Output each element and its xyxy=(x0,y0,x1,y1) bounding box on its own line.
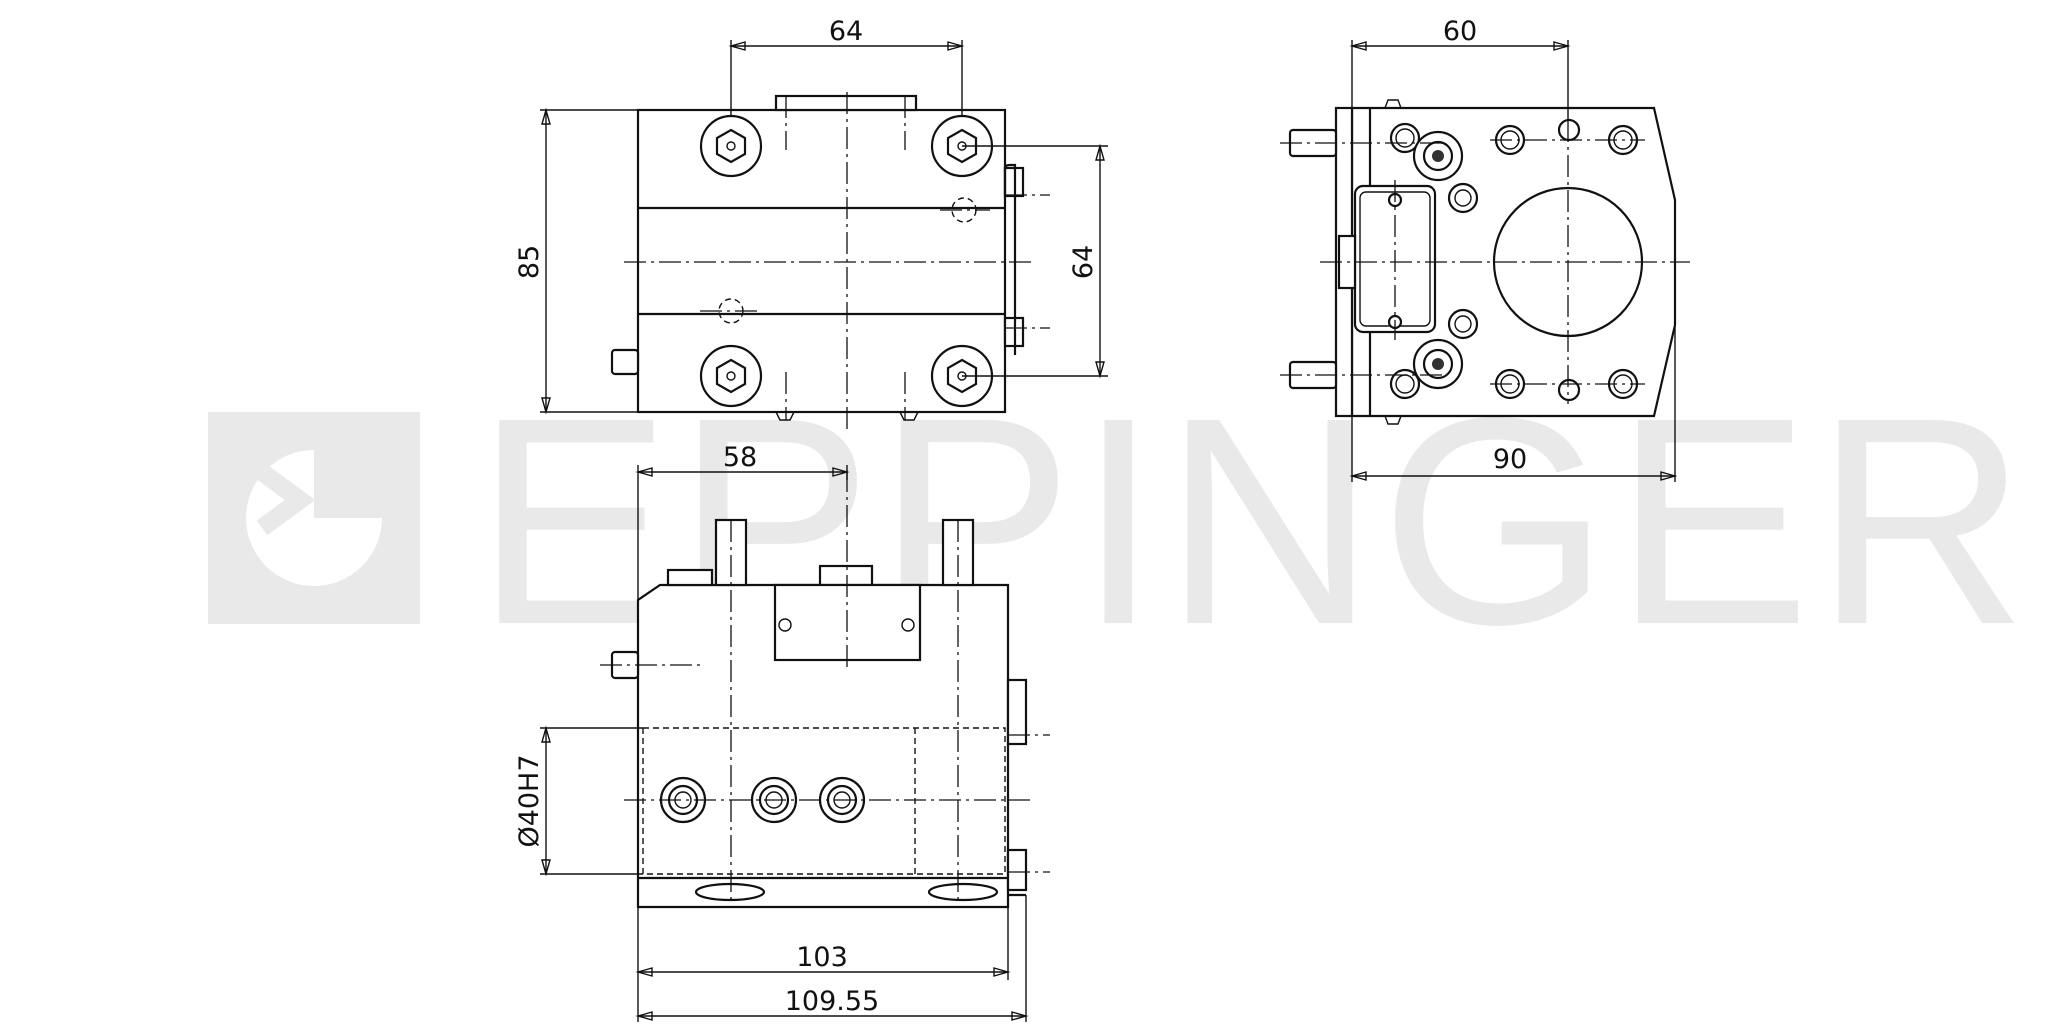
dim-side-depth: 90 xyxy=(1493,444,1527,475)
dim-front-offset: 58 xyxy=(723,442,757,473)
top-view-bolt-bl xyxy=(699,344,763,408)
dim-length-overall: 109.55 xyxy=(785,986,879,1017)
dim-bore: Ø40H7 xyxy=(514,754,545,847)
eppinger-watermark: EPPINGER xyxy=(208,356,2028,686)
dim-side-width: 60 xyxy=(1443,16,1477,47)
side-view: 60 90 xyxy=(1280,16,1690,482)
dim-top-bolt-spacing: 64 xyxy=(1068,245,1099,279)
top-view: 64 85 64 xyxy=(514,16,1108,430)
side-view-knob-bottom xyxy=(1412,338,1464,390)
dim-top-height: 85 xyxy=(514,245,545,279)
dim-length-inner: 103 xyxy=(796,942,848,973)
dim-top-width: 64 xyxy=(829,16,863,47)
side-view-knob-top xyxy=(1412,130,1464,182)
top-view-bolt-tl xyxy=(699,114,763,178)
front-view: 58 Ø40H7 103 109.55 xyxy=(514,442,1050,1022)
